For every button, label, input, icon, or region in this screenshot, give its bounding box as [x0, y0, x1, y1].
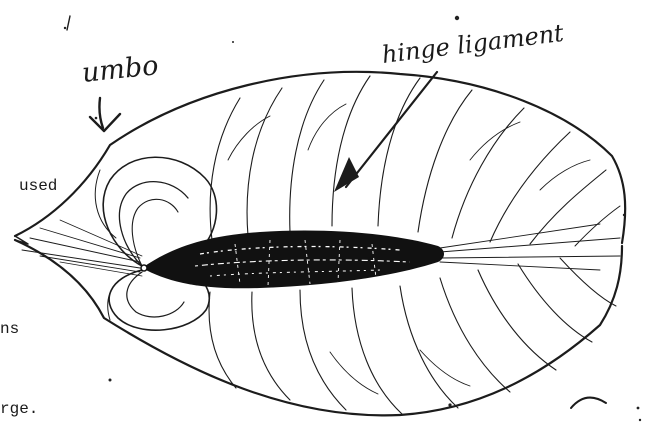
umbo-arrow — [90, 98, 120, 131]
hinge-ligament — [141, 231, 444, 289]
text-fragment-rge: rge. — [0, 400, 38, 418]
umbo-label: umbo — [80, 50, 159, 89]
text-fragment-used: used — [19, 177, 57, 195]
hinge-ligament-arrow — [334, 72, 437, 192]
hinge-ligament-label: hinge ligament — [380, 19, 565, 69]
text-fragment-ns: ns — [0, 320, 19, 338]
